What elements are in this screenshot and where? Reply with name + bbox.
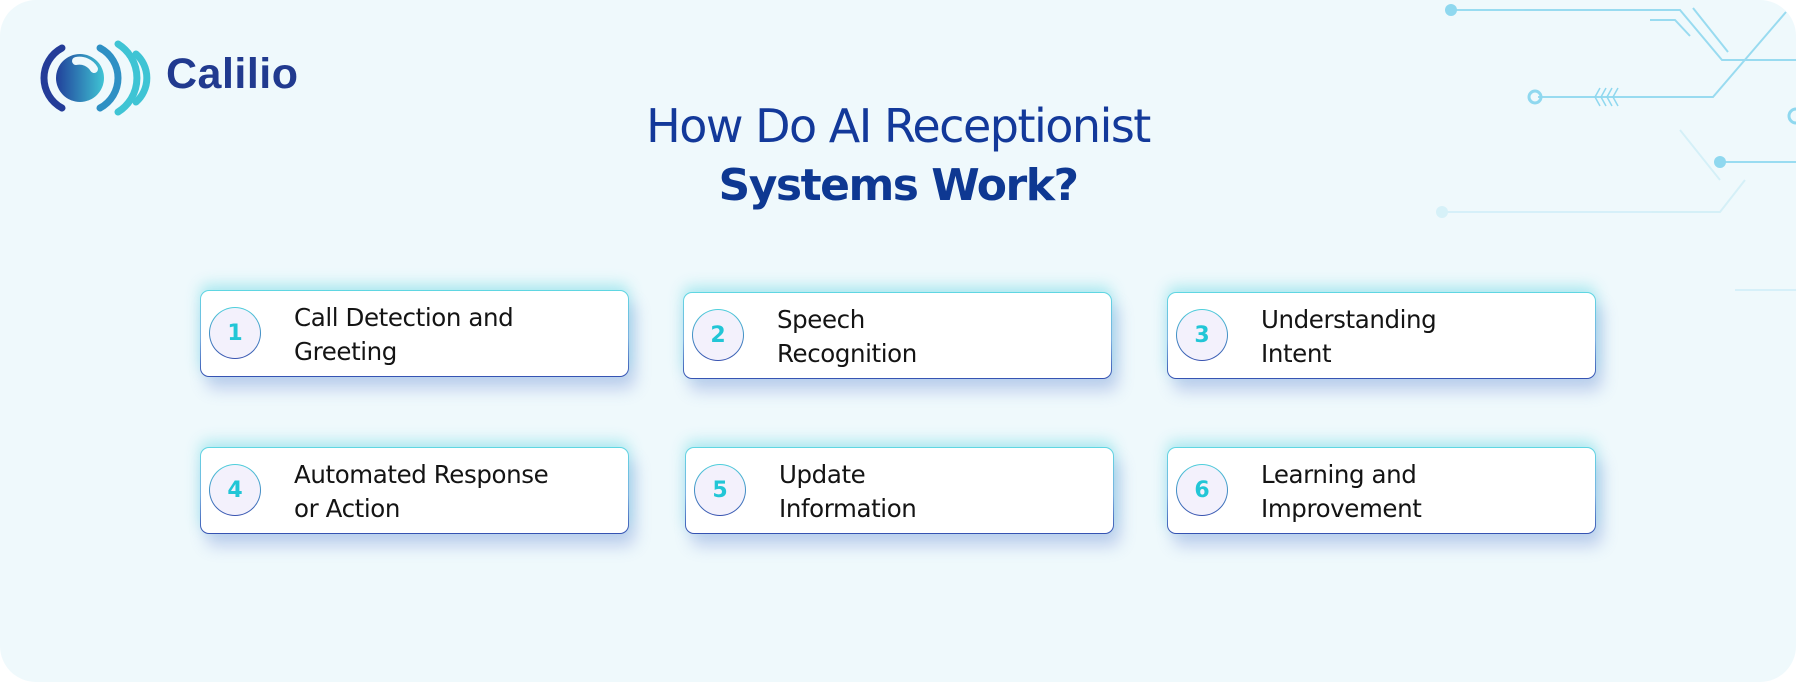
step-card-2: 2 Speech Recognition (683, 292, 1112, 379)
page-title: How Do AI Receptionist Systems Work? (0, 96, 1796, 216)
step-card-6: 6 Learning and Improvement (1167, 447, 1596, 534)
step-label: Speech Recognition (777, 303, 917, 371)
step-label-line2: Information (779, 494, 917, 523)
step-label-line1: Automated Response (294, 460, 549, 489)
title-line-2: Systems Work? (718, 160, 1079, 211)
step-number-badge: 5 (694, 464, 746, 516)
step-number-badge: 3 (1176, 309, 1228, 361)
step-label-line1: Understanding (1261, 305, 1437, 334)
step-card-5: 5 Update Information (685, 447, 1114, 534)
step-label-line2: Recognition (777, 339, 917, 368)
step-label: Understanding Intent (1261, 303, 1437, 371)
step-label: Automated Response or Action (294, 458, 549, 526)
step-label-line2: or Action (294, 494, 400, 523)
step-label-line1: Speech (777, 305, 865, 334)
step-label-line1: Update (779, 460, 866, 489)
step-card-4: 4 Automated Response or Action (200, 447, 629, 534)
step-label-line2: Improvement (1261, 494, 1422, 523)
step-number-badge: 2 (692, 309, 744, 361)
step-card-3: 3 Understanding Intent (1167, 292, 1596, 379)
step-label: Update Information (779, 458, 917, 526)
step-label: Call Detection and Greeting (294, 301, 514, 369)
step-label-line2: Intent (1261, 339, 1332, 368)
brand-name: Calilio (166, 50, 299, 98)
title-line-1: How Do AI Receptionist (646, 99, 1151, 153)
step-number-badge: 6 (1176, 464, 1228, 516)
step-label-line2: Greeting (294, 337, 397, 366)
step-number-badge: 4 (209, 464, 261, 516)
brand-logo: Calilio (38, 38, 298, 118)
step-label-line1: Learning and (1261, 460, 1417, 489)
step-label-line1: Call Detection and (294, 303, 514, 332)
step-label: Learning and Improvement (1261, 458, 1422, 526)
calilio-soundwave-logo-icon (40, 40, 151, 116)
step-number-badge: 1 (209, 307, 261, 359)
step-card-1: 1 Call Detection and Greeting (200, 290, 629, 377)
